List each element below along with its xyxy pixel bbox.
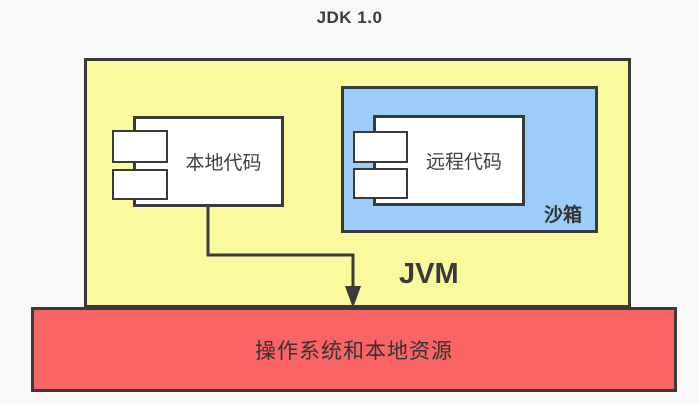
component-port-icon — [112, 130, 168, 163]
component-port-icon — [353, 168, 408, 199]
jvm-label: JVM — [399, 258, 459, 290]
diagram-title: JDK 1.0 — [316, 8, 383, 27]
sandbox-label: 沙箱 — [543, 205, 582, 226]
os-label: 操作系统和本地资源 — [255, 339, 453, 363]
component-port-icon — [353, 131, 408, 163]
remote-code-label: 远程代码 — [425, 152, 502, 173]
os-box: 操作系统和本地资源 — [31, 307, 677, 392]
component-port-icon — [112, 169, 168, 200]
local-code-label: 本地代码 — [185, 153, 262, 174]
